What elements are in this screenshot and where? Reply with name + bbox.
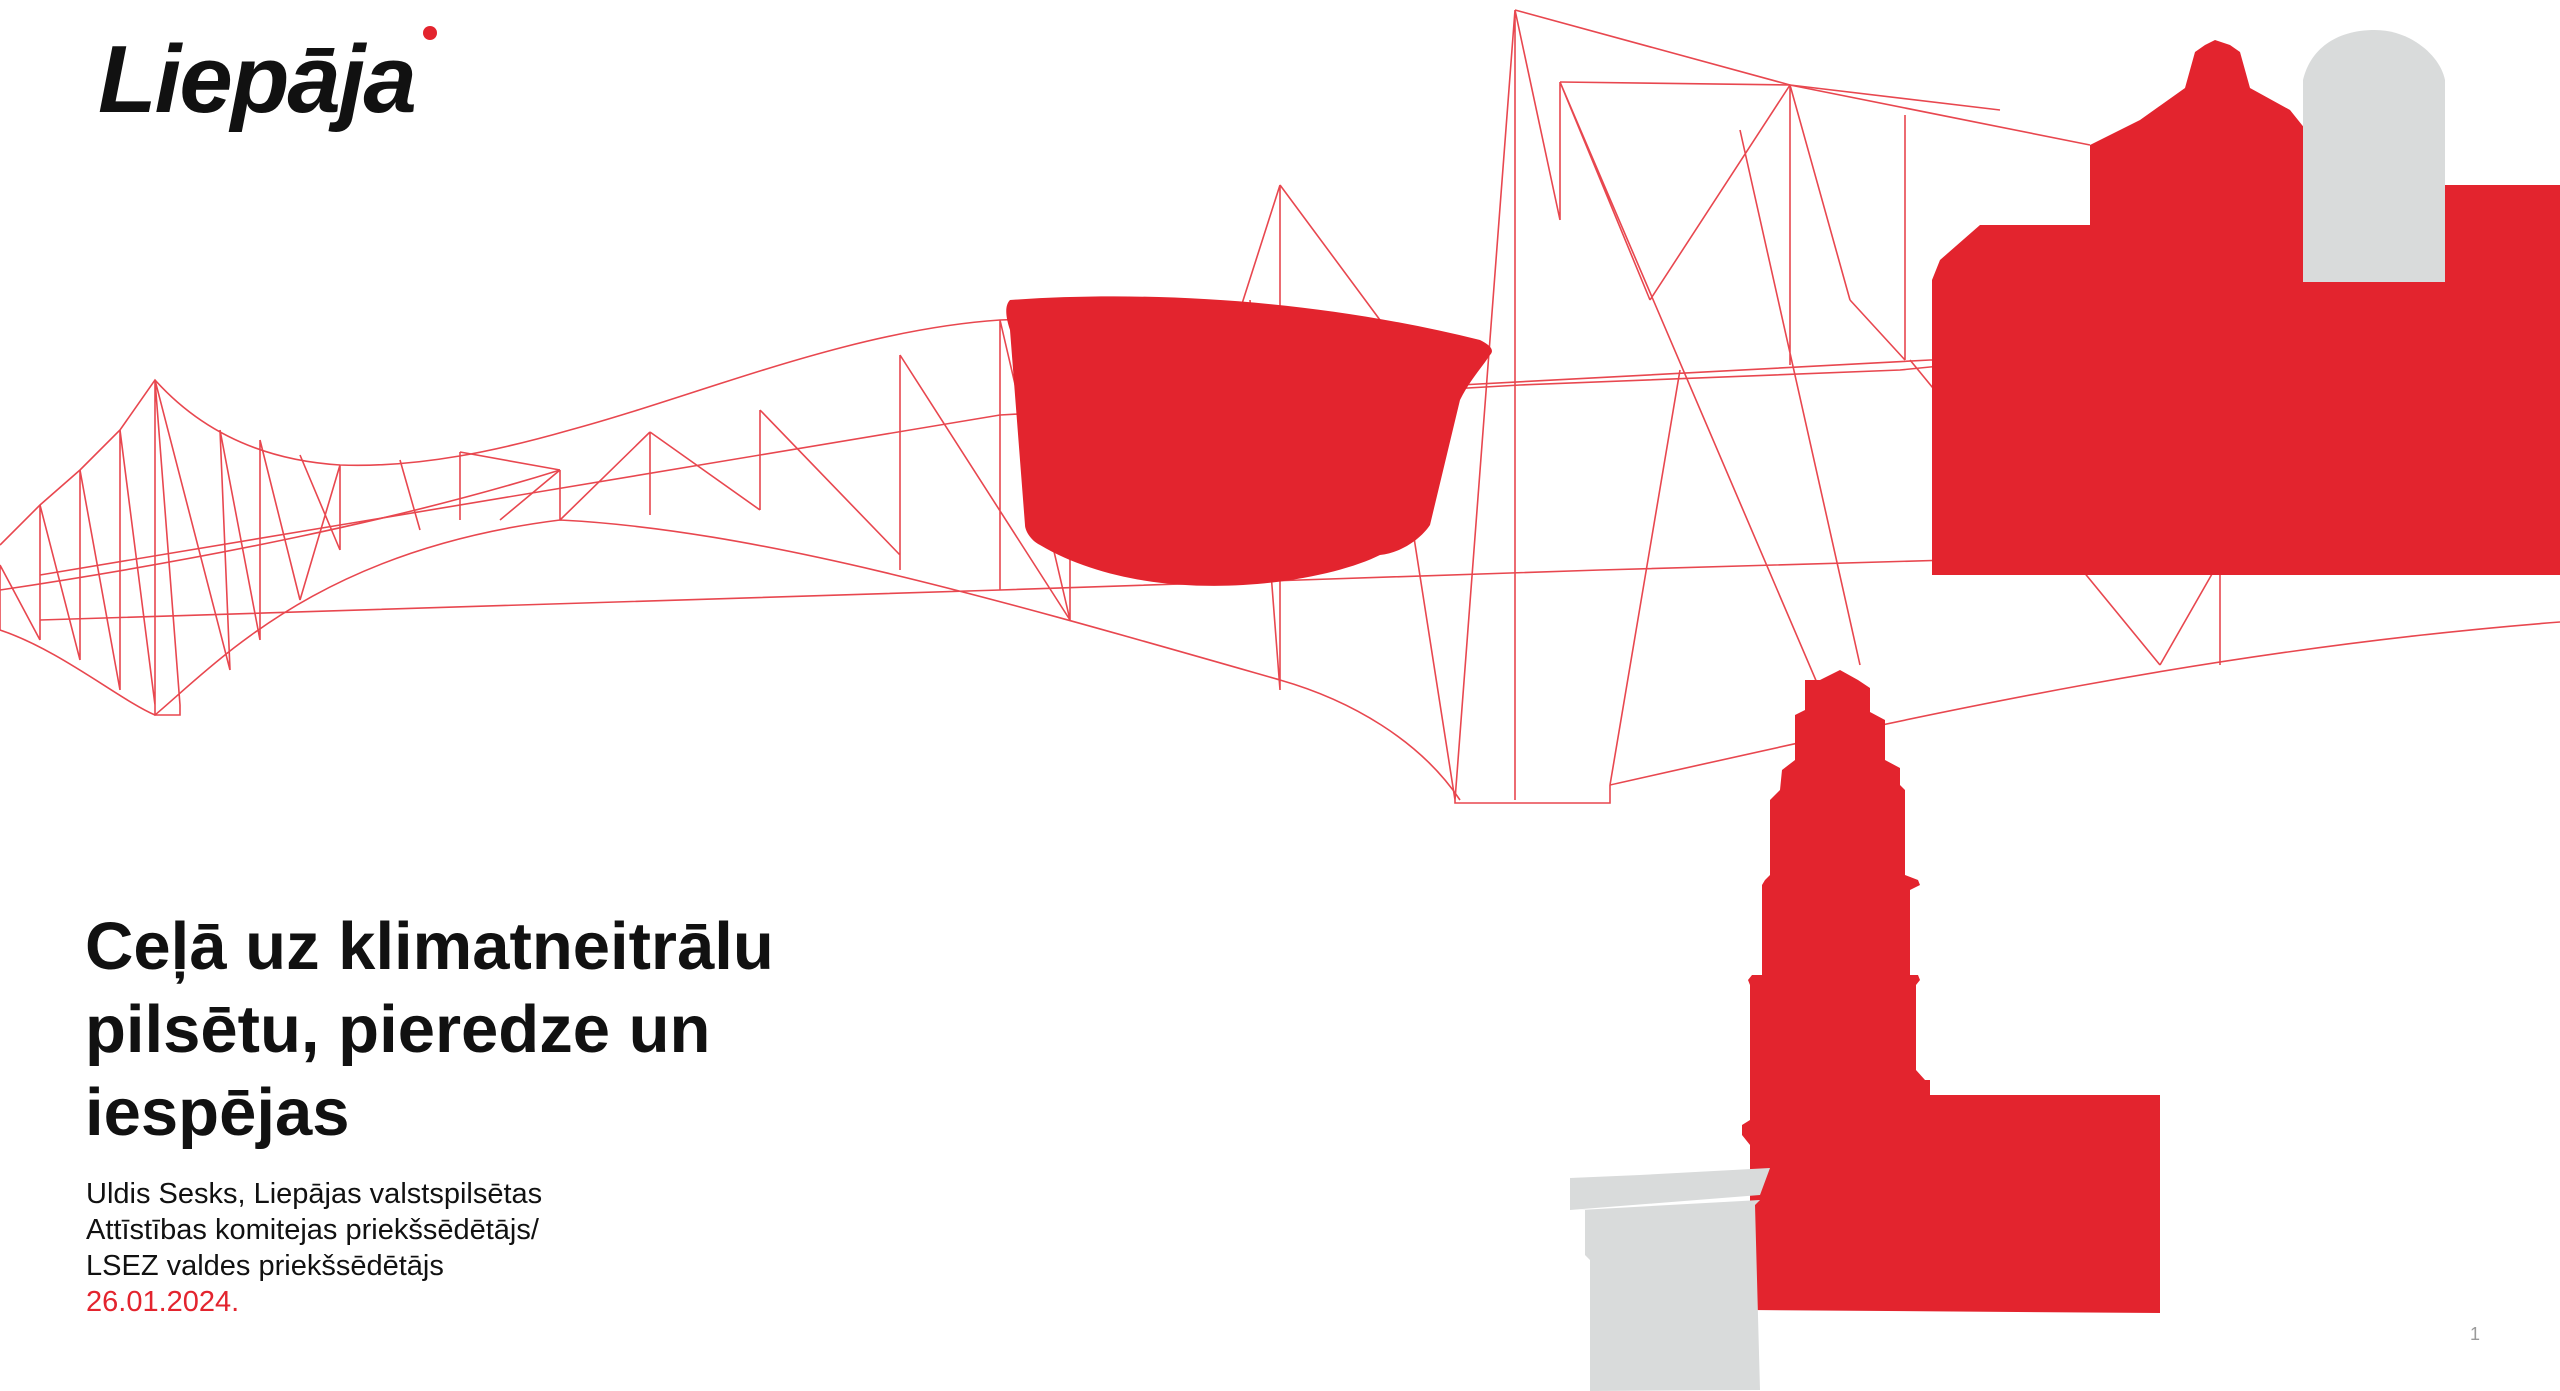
bridge-right-cable-lower	[1559, 81, 2001, 111]
warehouse-gray-shape	[1570, 1168, 1770, 1391]
concert-hall-shape	[1006, 296, 1492, 586]
bridge-tower-base	[1454, 785, 1611, 804]
page-number: 1	[2470, 1324, 2481, 1344]
bridge-deck-upper	[0, 469, 561, 591]
presenter-line: Uldis Sesks, Liepājas valstspilsētas	[86, 1178, 543, 1210]
bridge-left-foot	[154, 705, 181, 716]
logo-wordmark: Liepāja	[98, 26, 417, 133]
presenter-line: LSEZ valdes priekšsēdētājs	[86, 1250, 444, 1282]
bridge-road-line	[39, 559, 2000, 621]
presenter-line: Attīstības komitejas priekšsēdētājs/	[86, 1214, 539, 1246]
church-building-shape	[1932, 40, 2560, 575]
bridge-right-deck	[1459, 359, 1950, 386]
slide-title: Ceļā uz klimatneitrālu pilsētu, pieredze…	[85, 905, 985, 1154]
bridge-lower-arc	[0, 519, 1461, 801]
bridge-top-cable	[0, 317, 1061, 546]
bridge-right-cable	[1514, 9, 2091, 146]
presenter-info: Uldis Sesks, Liepājas valstspilsētas Att…	[86, 1176, 786, 1320]
bridge-right-lower	[1609, 621, 2560, 786]
bell-tower-shape	[1742, 670, 2160, 1313]
liepaja-logo: Liepāja	[98, 18, 437, 138]
presentation-date: 26.01.2024.	[86, 1286, 240, 1318]
title-line: iespējas	[85, 1075, 350, 1150]
title-line: pilsētu, pieredze un	[85, 992, 711, 1067]
title-line: Ceļā uz klimatneitrālu	[85, 909, 774, 984]
church-tower-gray	[2303, 30, 2445, 282]
logo-accent-dot	[422, 26, 437, 40]
